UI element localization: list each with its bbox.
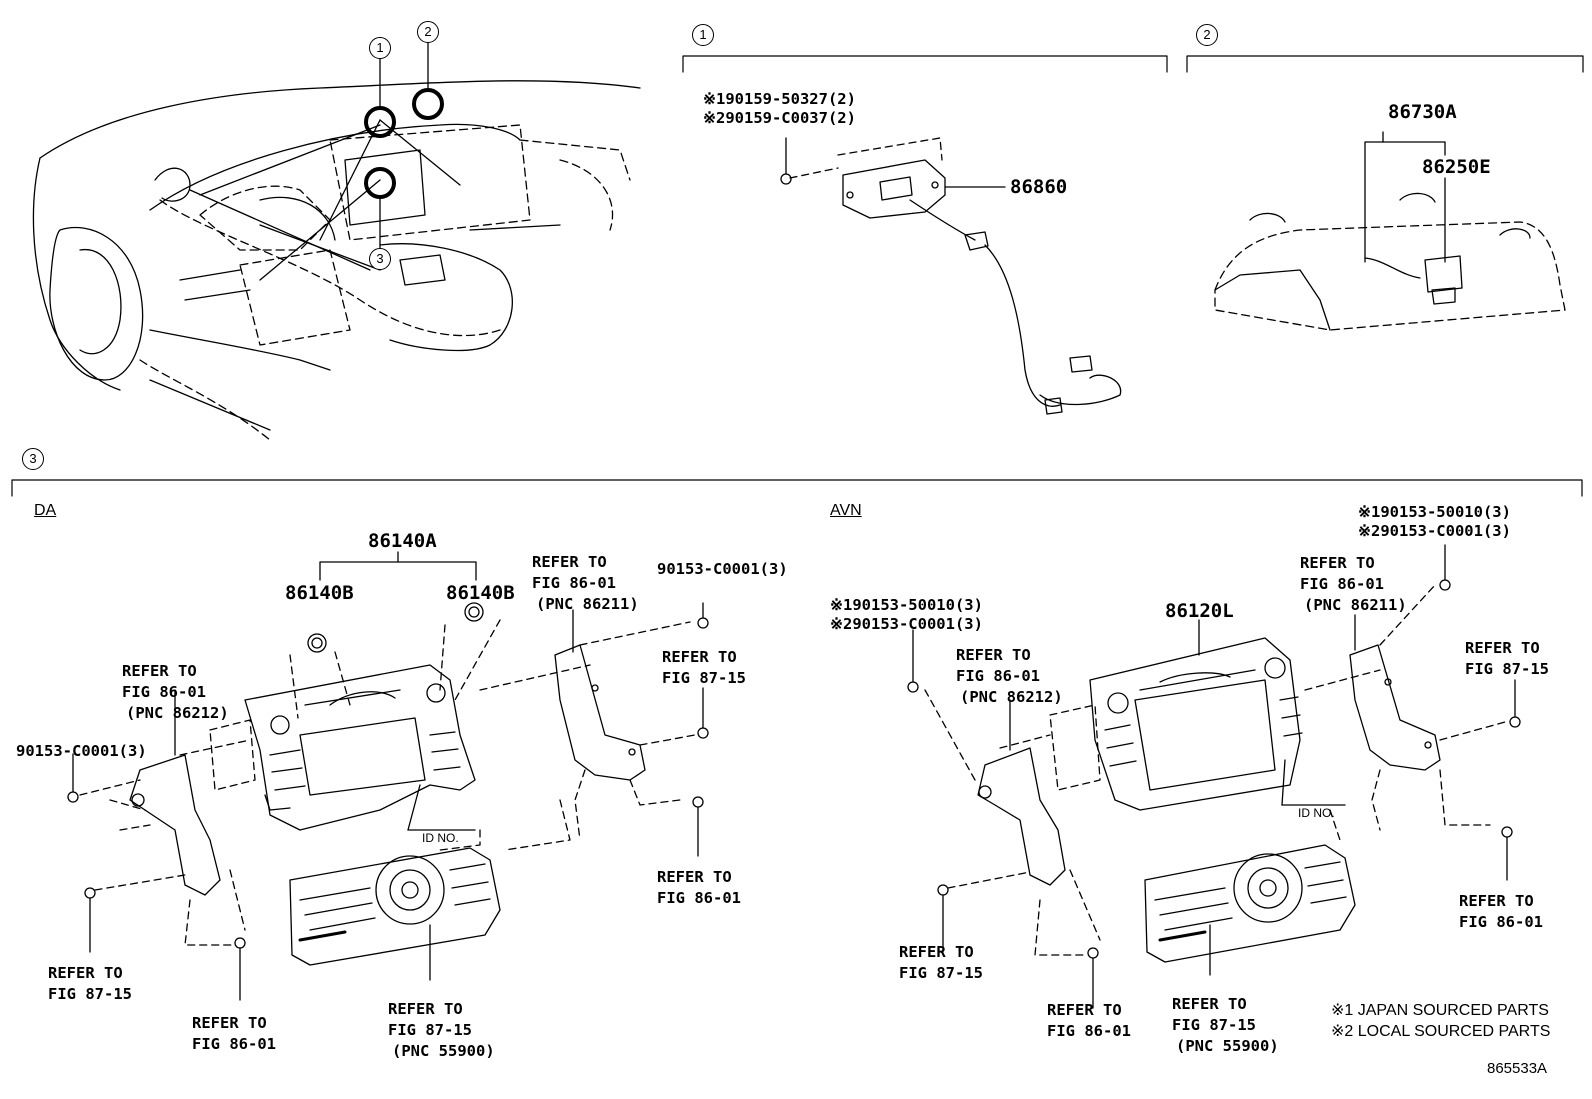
part-86730A: 86730A xyxy=(1388,101,1457,123)
avn-refer-86211-l3: (PNC 86211) xyxy=(1304,596,1407,614)
avn-note-top-local: ※290153-C0001(3) xyxy=(1358,522,1511,540)
avn-refer-86212-l1: REFER TO xyxy=(956,646,1031,664)
avn-refer-8715-right-l2: FIG 87-15 xyxy=(1465,660,1549,678)
part-86250E: 86250E xyxy=(1422,156,1491,178)
legend-local-sourced: ※2 LOCAL SOURCED PARTS xyxy=(1331,1023,1551,1040)
avn-refer-8601-right-l2: FIG 86-01 xyxy=(1459,913,1543,931)
da-refer-55900-l1: REFER TO xyxy=(388,1000,463,1018)
avn-refer-55900-l3: (PNC 55900) xyxy=(1176,1037,1279,1055)
da-refer-86211-l1: REFER TO xyxy=(532,553,607,571)
avn-note-left-local: ※290153-C0001(3) xyxy=(830,615,983,633)
callout-3-section: 3 xyxy=(22,448,44,470)
da-refer-86212-l1: REFER TO xyxy=(122,662,197,680)
da-assembly xyxy=(67,551,709,1001)
avn-refer-86211-l2: FIG 86-01 xyxy=(1300,575,1384,593)
da-screw-right: 90153-C0001(3) xyxy=(657,560,788,578)
da-id-no: ID NO. xyxy=(422,831,459,845)
section2-overhead-console xyxy=(1214,131,1566,331)
part-86140A: 86140A xyxy=(368,530,437,552)
avn-refer-86212-l3: (PNC 86212) xyxy=(960,688,1063,706)
part-86120L: 86120L xyxy=(1165,600,1234,622)
part-86860: 86860 xyxy=(1010,176,1068,198)
da-refer-8601-bottom-l2: FIG 86-01 xyxy=(192,1035,276,1053)
avn-refer-8715-left-l1: REFER TO xyxy=(899,943,974,961)
avn-refer-55900-l2: FIG 87-15 xyxy=(1172,1016,1256,1034)
avn-refer-8715-right-l1: REFER TO xyxy=(1465,639,1540,657)
section1-note-local: ※290159-C0037(2) xyxy=(703,109,856,127)
da-refer-86211-l2: FIG 86-01 xyxy=(532,574,616,592)
part-86140B-left: 86140B xyxy=(285,582,354,604)
da-refer-86212-l3: (PNC 86212) xyxy=(126,704,229,722)
da-refer-8601-right-l2: FIG 86-01 xyxy=(657,889,741,907)
avn-refer-8715-left-l2: FIG 87-15 xyxy=(899,964,983,982)
dashboard-overview xyxy=(32,41,641,441)
da-title: DA xyxy=(34,502,57,519)
da-refer-55900-l2: FIG 87-15 xyxy=(388,1021,472,1039)
avn-assembly xyxy=(907,544,1521,1009)
da-refer-86211-l3: (PNC 86211) xyxy=(536,595,639,613)
avn-refer-8601-bottom-l1: REFER TO xyxy=(1047,1001,1122,1019)
avn-note-left-japan: ※190153-50010(3) xyxy=(830,596,983,614)
da-refer-8715-right-l1: REFER TO xyxy=(662,648,737,666)
figure-id: 865533A xyxy=(1487,1060,1548,1077)
callout-3-overview: 3 xyxy=(369,248,391,270)
section1-part-86860 xyxy=(780,137,1122,415)
callout-2-section: 2 xyxy=(1196,24,1218,46)
da-refer-86212-l2: FIG 86-01 xyxy=(122,683,206,701)
da-refer-55900-l3: (PNC 55900) xyxy=(392,1042,495,1060)
avn-refer-55900-l1: REFER TO xyxy=(1172,995,1247,1013)
da-refer-8601-bottom-l1: REFER TO xyxy=(192,1014,267,1032)
avn-note-top-japan: ※190153-50010(3) xyxy=(1358,503,1511,521)
avn-refer-86211-l1: REFER TO xyxy=(1300,554,1375,572)
section1-note-japan: ※190159-50327(2) xyxy=(703,90,856,108)
callout-1-section: 1 xyxy=(692,24,714,46)
da-screw-left: 90153-C0001(3) xyxy=(16,742,147,760)
da-refer-8715-right-l2: FIG 87-15 xyxy=(662,669,746,687)
section-brackets xyxy=(11,55,1584,497)
avn-id-no: ID NO. xyxy=(1298,806,1335,820)
avn-refer-8601-bottom-l2: FIG 86-01 xyxy=(1047,1022,1131,1040)
part-86140B-right: 86140B xyxy=(446,582,515,604)
legend-japan-sourced: ※1 JAPAN SOURCED PARTS xyxy=(1331,1002,1549,1019)
avn-refer-8601-right-l1: REFER TO xyxy=(1459,892,1534,910)
da-refer-8715-left-l1: REFER TO xyxy=(48,964,123,982)
avn-title: AVN xyxy=(830,502,862,519)
callout-1-overview: 1 xyxy=(369,37,391,59)
callout-2-overview: 2 xyxy=(417,21,439,43)
avn-refer-86212-l2: FIG 86-01 xyxy=(956,667,1040,685)
da-refer-8601-right-l1: REFER TO xyxy=(657,868,732,886)
da-refer-8715-left-l2: FIG 87-15 xyxy=(48,985,132,1003)
